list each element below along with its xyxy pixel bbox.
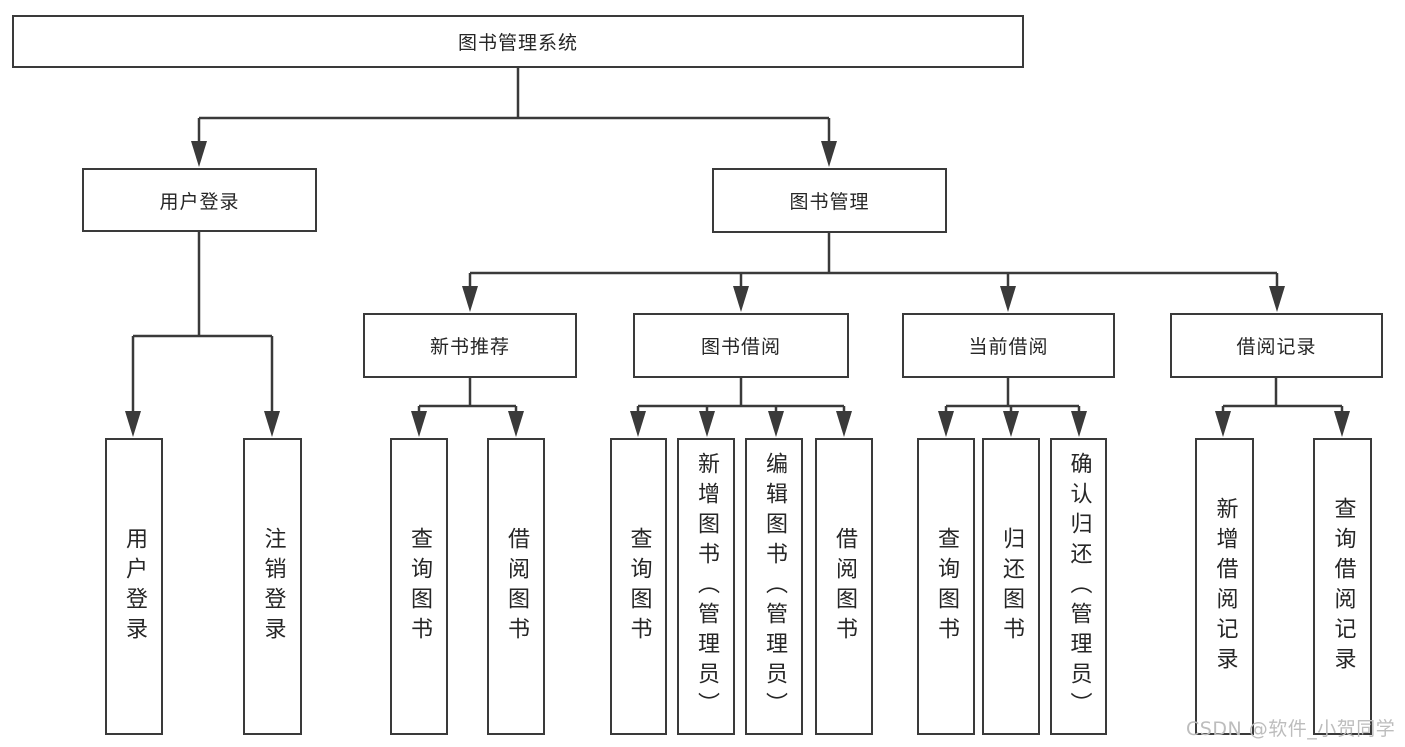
leaf-query-books-borrow: 查询图书 xyxy=(610,438,667,735)
node-new-book-recommend: 新书推荐 xyxy=(363,313,577,378)
leaf-label: 归还图书 xyxy=(999,526,1024,647)
leaf-query-books-current: 查询图书 xyxy=(917,438,975,735)
node-book-borrow: 图书借阅 xyxy=(633,313,849,378)
watermark: CSDN @软件_小贺同学 xyxy=(1186,718,1396,740)
leaf-query-borrow-record: 查询借阅记录 xyxy=(1313,438,1372,735)
leaf-label: 确认归还（管理员） xyxy=(1066,451,1092,722)
connector-lines xyxy=(131,68,1344,412)
node-label: 借阅记录 xyxy=(1236,336,1317,358)
node-library-system: 图书管理系统 xyxy=(12,15,1024,68)
leaf-borrow-books-recommend: 借阅图书 xyxy=(487,438,545,735)
node-current-borrow: 当前借阅 xyxy=(902,313,1115,378)
node-borrow-records: 借阅记录 xyxy=(1170,313,1383,378)
node-label: 用户登录 xyxy=(159,190,240,213)
leaf-confirm-return-admin: 确认归还（管理员） xyxy=(1050,438,1107,735)
leaf-borrow-books: 借阅图书 xyxy=(815,438,873,735)
leaf-label: 编辑图书（管理员） xyxy=(762,451,787,722)
leaf-add-borrow-record: 新增借阅记录 xyxy=(1195,438,1254,735)
node-label: 当前借阅 xyxy=(968,336,1049,358)
node-label: 图书借阅 xyxy=(700,336,781,358)
leaf-user-login: 用户登录 xyxy=(105,438,163,735)
leaf-label: 注销登录 xyxy=(260,526,286,647)
leaf-label: 查询借阅记录 xyxy=(1330,496,1356,677)
node-label: 新书推荐 xyxy=(429,336,510,358)
leaf-label: 新增图书（管理员） xyxy=(694,451,719,722)
leaf-add-books-admin: 新增图书（管理员） xyxy=(677,438,735,735)
node-book-management: 图书管理 xyxy=(712,168,947,233)
leaf-label: 用户登录 xyxy=(122,526,147,647)
node-user-login: 用户登录 xyxy=(82,168,317,232)
leaf-edit-books-admin: 编辑图书（管理员） xyxy=(745,438,803,735)
node-label: 图书管理系统 xyxy=(457,32,578,54)
leaf-logout: 注销登录 xyxy=(243,438,302,735)
leaf-return-books: 归还图书 xyxy=(982,438,1040,735)
node-label: 图书管理 xyxy=(789,191,870,213)
leaf-query-books-recommend: 查询图书 xyxy=(390,438,448,735)
leaf-label: 借阅图书 xyxy=(832,526,857,647)
leaf-label: 借阅图书 xyxy=(504,526,529,647)
leaf-label: 查询图书 xyxy=(626,526,652,647)
leaf-label: 新增借阅记录 xyxy=(1212,496,1238,677)
leaf-label: 查询图书 xyxy=(407,526,432,647)
leaf-label: 查询图书 xyxy=(934,526,959,647)
